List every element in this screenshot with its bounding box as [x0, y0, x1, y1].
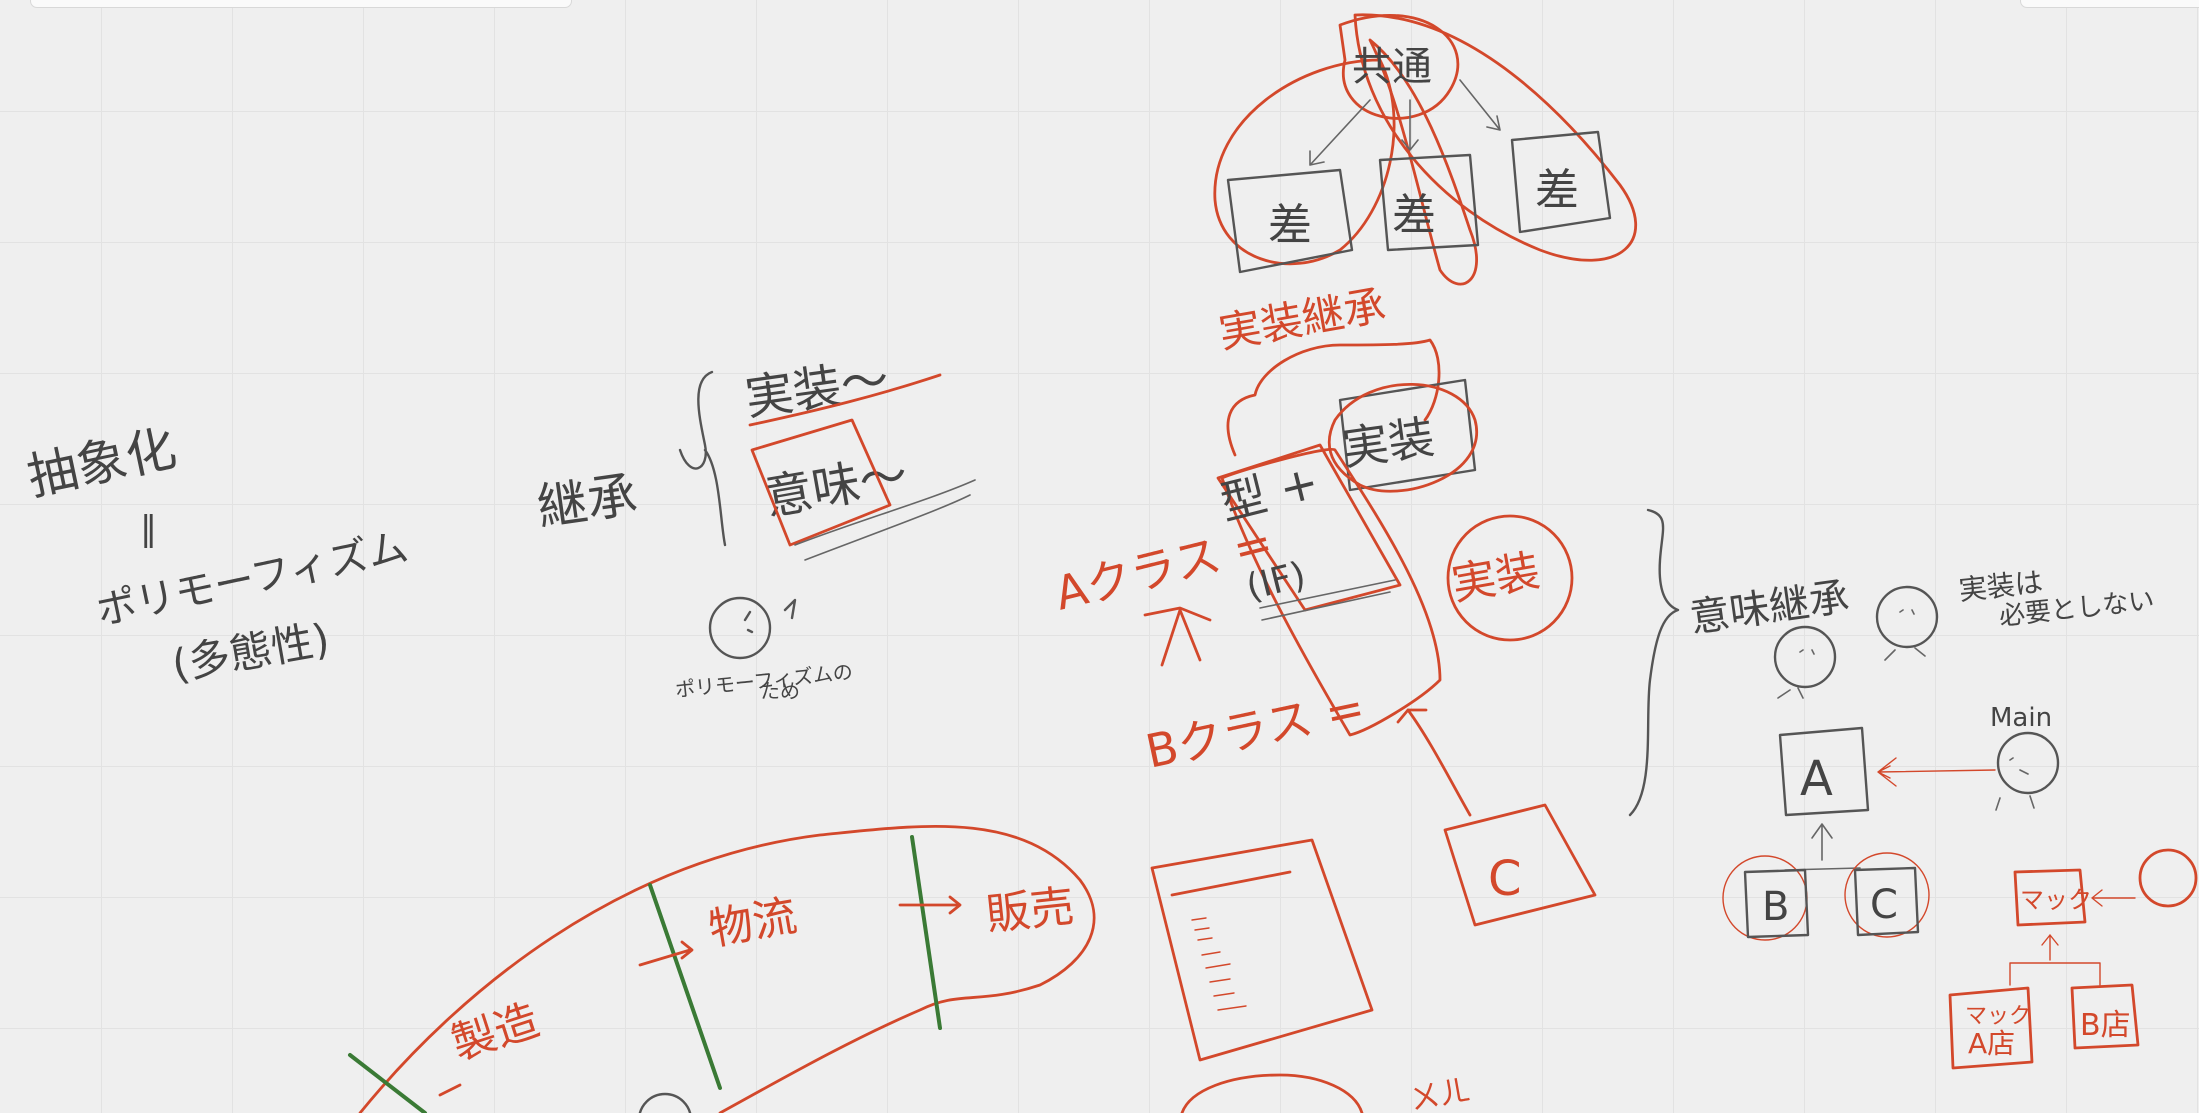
face-features: [743, 598, 797, 634]
flow-arrow-2: [898, 895, 962, 915]
diff-text-3: 差: [1535, 165, 1579, 216]
meaning-underlines: [794, 479, 976, 561]
arrow-to-diff3: [1459, 79, 1501, 131]
impl-circle: [1327, 383, 1479, 493]
mac-character-icon: [2138, 848, 2198, 908]
character-2-details: [1884, 609, 1926, 661]
c-circle: [1844, 852, 1930, 938]
bottom-character-icon: [638, 1092, 692, 1113]
main-character-icon: [1996, 731, 2060, 795]
meaning-box: [750, 418, 892, 547]
impl-underline: [748, 373, 942, 427]
inheritance-label: 継承: [534, 466, 641, 537]
main-character-details: [1995, 757, 2035, 811]
right-brace: [1628, 508, 1680, 817]
document-outline: [1150, 838, 1374, 1062]
flow-arrow-1: [638, 940, 694, 967]
flow-divider-2: [910, 835, 942, 1030]
c-box-text: C: [1488, 851, 1522, 907]
face-circle-icon: [708, 596, 772, 660]
arrow-to-diff1: [1309, 99, 1371, 166]
character-2-icon: [1875, 585, 1939, 649]
c-right-box-text: C: [1870, 882, 1898, 928]
equals-mark: ‖: [140, 509, 157, 549]
diff-text-1: 差: [1268, 200, 1312, 251]
b-c-to-a-arrow: [1811, 823, 1833, 861]
b-store-box: [2070, 983, 2140, 1050]
diff-box-3: [1510, 130, 1612, 234]
interface-underline: [1259, 579, 1396, 621]
abstraction-text: 抽象化: [22, 419, 181, 507]
b-class-outline: [1220, 447, 1442, 737]
common-loop-mid: [1368, 38, 1478, 286]
common-loop-right: [1353, 13, 1638, 262]
flow-divider-3: [348, 1053, 427, 1113]
impl-circle-text: 実装: [1448, 545, 1544, 611]
meaning-inheritance-diagram: 意味継承 実装は 必要としない Main A B C: [1687, 565, 2156, 941]
bottom-arc: [1180, 1073, 1364, 1113]
flow-loop: [358, 824, 1096, 1113]
document-sketch: [1150, 838, 1374, 1062]
flow-divider-1: [648, 883, 722, 1090]
a-box-text: A: [1800, 751, 1833, 807]
flow-diagram: 製造 物流 販売: [348, 824, 1096, 1113]
impl-outer-circle: [1446, 514, 1574, 642]
curly-brace: [678, 370, 727, 547]
impl-brace: [1226, 338, 1441, 457]
arrow-b-to-a-head: [1143, 606, 1212, 622]
impl-branch-text: 実装〜: [742, 351, 892, 426]
diff-box-1: [1226, 168, 1354, 274]
polymorphism-caption-2: ため: [760, 679, 800, 703]
arrow-b-to-a: [1160, 608, 1202, 667]
inheritance-note: 継承 実装〜 意味〜: [534, 351, 976, 561]
flow-arrow-0: [438, 1083, 462, 1097]
character-1-details: [1777, 649, 1815, 699]
common-diff-diagram: 共通 差 差 差 実装継承: [1213, 13, 1638, 358]
character-1-icon: [1773, 625, 1837, 689]
diff-box-2: [1378, 153, 1480, 252]
b-box: [1743, 868, 1810, 939]
mac-a-text-1: マック: [1965, 1004, 2031, 1029]
mac-text: マック: [2020, 886, 2092, 914]
flow-step-logistics: 物流: [705, 890, 801, 956]
class-diagram: 実装 Aクラス = 型 + (IF) 実装 Bクラス = C: [1050, 338, 1597, 927]
bottom-partial: ㄨㄦ: [1180, 1073, 1472, 1113]
common-loop-left: [1213, 58, 1396, 266]
arrow-to-mac: [2091, 889, 2136, 907]
main-to-a-arrow: [1877, 757, 1996, 787]
bottom-partial-text: ㄨㄦ: [1407, 1073, 1472, 1113]
common-circle: [1338, 14, 1460, 120]
flow-step-sales: 販売: [984, 881, 1077, 941]
common-text: 共通: [1352, 44, 1432, 90]
document-header-line: [1170, 870, 1292, 897]
c-right-box: [1853, 866, 1920, 937]
impl-box-text: 実装: [1339, 410, 1438, 476]
type-box: [1216, 443, 1402, 612]
mac-box: [2013, 868, 2087, 927]
mac-diagram: マック マック A店 B店: [1948, 848, 2198, 1070]
document-lines: [1191, 917, 1247, 1011]
diff-text-2: 差: [1392, 190, 1436, 241]
arrow-c-to-b: [1396, 708, 1472, 817]
c-box: [1443, 803, 1597, 927]
main-label: Main: [1990, 703, 2052, 733]
mac-a-box: [1948, 986, 2034, 1070]
abstraction-note: 抽象化 ‖ ポリモーフィズム (多態性): [22, 419, 412, 690]
meaning-branch-text: 意味〜: [760, 447, 912, 527]
a-box: [1778, 726, 1870, 817]
mac-tree-lines: [2009, 934, 2101, 986]
b-box-text: B: [1762, 884, 1789, 930]
arrow-to-diff2: [1401, 99, 1419, 151]
b-store-text: B店: [2080, 1008, 2131, 1043]
polymorphic-nature-text: (多態性): [168, 614, 333, 690]
top-right-panel-edge: [2020, 0, 2199, 8]
meaning-inherit-text: 意味継承: [1687, 574, 1852, 642]
polymorphism-character: ポリモーフィズムの ため: [674, 596, 854, 703]
type-text: 型 +: [1215, 454, 1324, 530]
b-class-text: Bクラス =: [1141, 680, 1369, 779]
impl-box: [1338, 378, 1477, 492]
mac-a-text-2: A店: [1968, 1027, 2015, 1060]
